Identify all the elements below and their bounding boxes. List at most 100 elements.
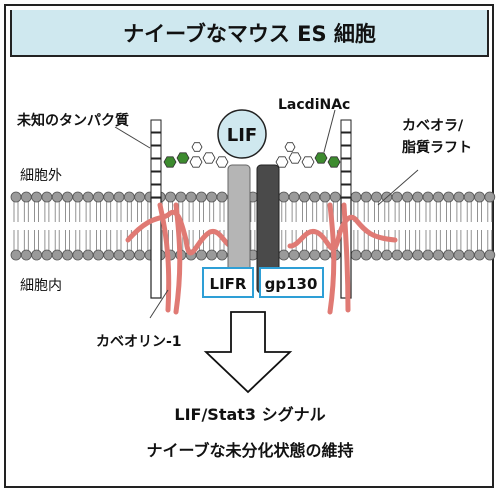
lipid-head: [31, 249, 42, 261]
lipid-head: [401, 249, 413, 261]
lipid-head: [134, 191, 146, 203]
gp130-label: gp130: [265, 275, 318, 293]
lipid-head: [278, 249, 290, 261]
lipid-head: [360, 249, 372, 261]
lipid-head: [93, 249, 104, 261]
protein-segment: [150, 119, 162, 133]
lipid-head: [31, 191, 42, 203]
lipid-head: [93, 191, 104, 203]
lipid-bilayer: [10, 191, 496, 261]
extracellular-label: 細胞外: [20, 168, 62, 184]
lipid-head: [432, 191, 444, 203]
lipid-head: [453, 249, 465, 261]
lipid-head: [381, 249, 393, 261]
protein-segment: [340, 132, 352, 146]
protein-segment: [150, 145, 162, 159]
lipid-head: [350, 249, 362, 261]
caveolin-strand-left-3: [173, 202, 183, 315]
lipid-head: [113, 191, 125, 203]
lipid-head: [10, 191, 22, 203]
caveolin-strands: [125, 202, 398, 315]
lipid-head: [309, 249, 321, 261]
outcome-label: ナイーブな未分化状態の維持: [146, 441, 353, 460]
lipid-head: [103, 249, 115, 261]
lacdinac-glycans: [163, 142, 341, 168]
lipid-head: [298, 191, 310, 203]
down-arrow: [203, 311, 293, 394]
caveolin-label: カベオリン-1: [96, 334, 182, 350]
unknown-protein-label: 未知のタンパク質: [17, 112, 129, 129]
lipid-head: [20, 249, 32, 261]
lipid-head: [288, 249, 300, 261]
lifr-label-box: [202, 267, 254, 298]
lipid-head: [216, 191, 228, 203]
lipid-head: [443, 191, 455, 203]
lipid-head: [298, 249, 310, 261]
lipid-head: [288, 191, 300, 203]
protein-segment: [150, 171, 162, 185]
lipid-head: [10, 249, 22, 261]
lipid-raft-label: 脂質ラフト: [401, 139, 472, 156]
lipid-head: [82, 191, 94, 203]
gp130-label-box: [259, 267, 324, 298]
unknown-protein-left: [150, 119, 162, 299]
protein-segment: [340, 145, 352, 159]
caveolin-strand-right-2: [327, 202, 337, 315]
lipid-head: [412, 249, 424, 261]
lipid-head: [82, 249, 94, 261]
lipid-head: [391, 249, 403, 261]
lif-label: LIF: [227, 125, 257, 146]
lipid-head: [134, 249, 146, 261]
lipid-head: [484, 191, 496, 203]
glycan-green-hex: [163, 156, 177, 168]
lipid-head: [195, 249, 207, 261]
lipid-head: [319, 191, 331, 203]
caveolin-strand-left-2: [157, 202, 172, 313]
lipid-head: [41, 191, 53, 203]
protein-segment: [340, 184, 352, 198]
intracellular-label: 細胞内: [20, 278, 62, 294]
caveolin-strand-right-3: [341, 202, 351, 313]
protein-segment: [340, 171, 352, 185]
glycan-white-hex: [215, 156, 229, 168]
protein-segment: [150, 158, 162, 172]
lipid-head: [195, 191, 207, 203]
lipid-head: [432, 249, 444, 261]
lipid-head: [62, 249, 73, 261]
lipid-head: [371, 249, 382, 261]
lipid-head: [309, 191, 321, 203]
page-title: ナイーブなマウス ES 細胞: [123, 21, 376, 46]
lipid-head: [371, 191, 382, 203]
lipid-head: [329, 191, 341, 203]
lipid-head: [422, 191, 434, 203]
lipid-head: [175, 191, 187, 203]
glycan-white-hex: [288, 152, 302, 164]
caveola-label: カベオラ/: [402, 118, 464, 134]
glycan-white-hex: [284, 142, 296, 152]
lipid-head: [350, 191, 362, 203]
glycan-green-hex: [314, 152, 328, 164]
lipid-head: [319, 249, 331, 261]
signal-label: LIF/Stat3 シグナル: [174, 405, 325, 424]
lipid-head: [360, 191, 372, 203]
lipid-head: [51, 191, 63, 203]
lipid-head: [165, 191, 176, 203]
lipid-head: [123, 249, 135, 261]
lipid-head: [72, 191, 84, 203]
lipid-head: [278, 191, 290, 203]
protein-stem: [150, 197, 162, 299]
glycan-white-hex: [189, 156, 203, 168]
title-banner: ナイーブなマウス ES 細胞: [10, 10, 489, 57]
lipid-head: [123, 191, 135, 203]
protein-segment: [340, 119, 352, 133]
lipid-head: [463, 191, 475, 203]
lipid-head: [72, 249, 84, 261]
lipid-head: [206, 249, 218, 261]
protein-segment: [340, 158, 352, 172]
lipid-head: [185, 191, 197, 203]
protein-segment: [150, 184, 162, 198]
lifr-label: LIFR: [210, 275, 247, 293]
glycan-green-hex: [327, 156, 341, 168]
lipid-head: [463, 249, 475, 261]
